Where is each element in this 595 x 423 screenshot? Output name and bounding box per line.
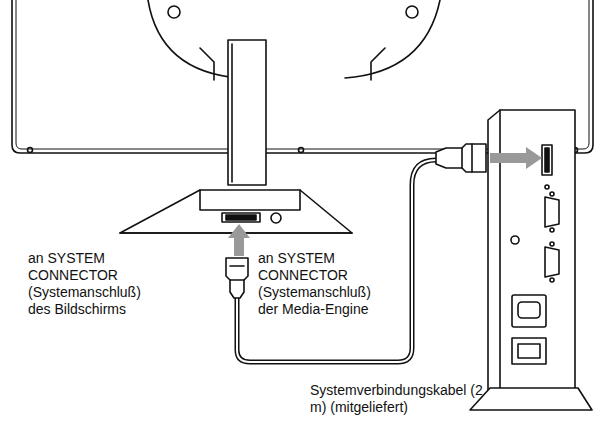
callout-label: Systemverbindungskabel (2 m) (mitgeliefe… [310,382,490,416]
callout-label: an SYSTEM CONNECTOR (Systemanschluß) des… [28,250,150,318]
media-engine [470,110,592,410]
monitor-stand [120,40,352,233]
system-cable [226,144,486,362]
insert-arrow [228,147,542,256]
callout-label: an SYSTEM CONNECTOR (Systemanschluß) der… [258,250,380,318]
